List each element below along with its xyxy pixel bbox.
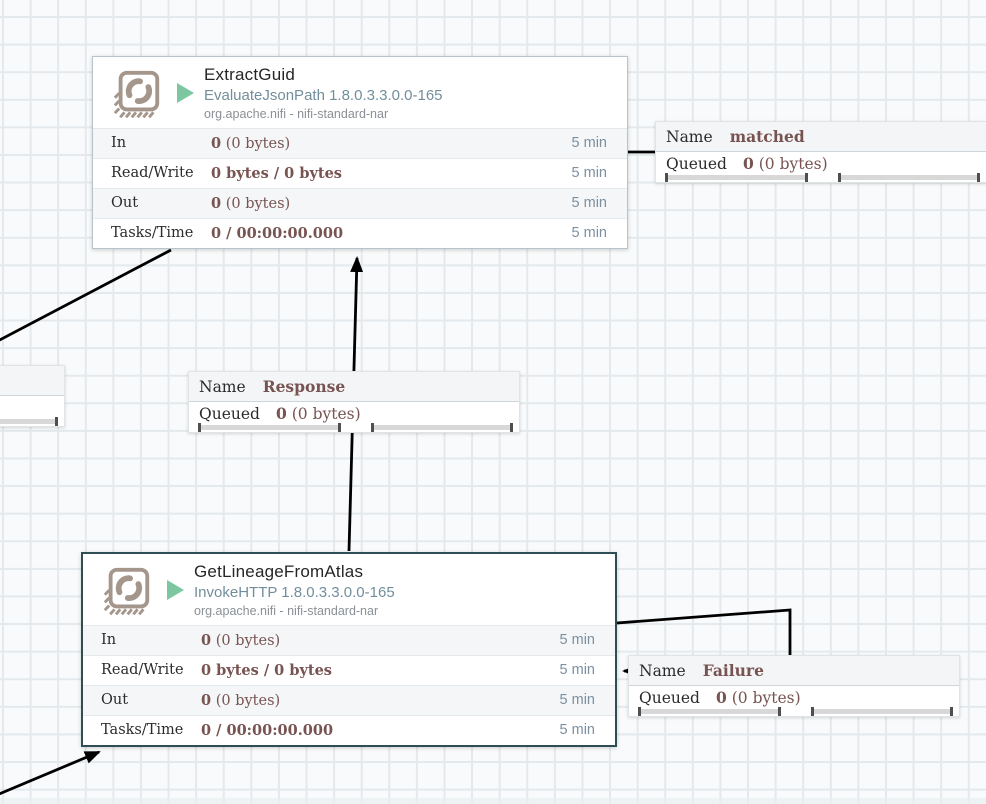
queue-files-bar — [638, 707, 781, 716]
processor-type-version: InvokeHTTP 1.8.0.3.3.0.0-165 — [194, 584, 395, 601]
stat-label: In — [111, 135, 127, 151]
connection-queued-size: (0 bytes) — [731, 689, 801, 707]
queue-files-bar — [198, 423, 341, 432]
stat-window: 5 min — [559, 722, 595, 738]
stat-window: 5 min — [571, 165, 607, 181]
connection-queued-count: 0 — [742, 154, 754, 173]
stat-value: 0 — [211, 195, 222, 212]
stat-window: 5 min — [559, 632, 595, 648]
stat-window: 5 min — [571, 135, 607, 151]
stat-extra: (0 bytes) — [221, 196, 291, 212]
connection-label-response[interactable]: Name Response Queued 0(0 bytes) — [188, 371, 520, 433]
queue-files-bar — [665, 173, 808, 182]
stat-row-readwrite: Read/Write 0 bytes / 0 bytes 5 min — [93, 158, 627, 188]
connection-label-failure[interactable]: Name Failure Queued 0(0 bytes) — [628, 655, 960, 717]
connection-label-matched[interactable]: Name matched Queued 0(0 bytes) — [655, 121, 986, 183]
processor-header: ExtractGuid EvaluateJsonPath 1.8.0.3.3.0… — [93, 57, 627, 128]
connection-queued-key: Queued — [666, 155, 727, 173]
connection-label-partial-offscreen[interactable] — [0, 365, 65, 427]
processor-extractguid[interactable]: ExtractGuid EvaluateJsonPath 1.8.0.3.3.0… — [92, 56, 628, 249]
stat-window: 5 min — [571, 195, 607, 211]
stat-extra: (0 bytes) — [221, 136, 291, 152]
stat-row-readwrite: Read/Write 0 bytes / 0 bytes 5 min — [83, 655, 615, 685]
stat-label: In — [101, 632, 117, 648]
stat-label: Out — [111, 195, 139, 211]
connection-queued-key: Queued — [199, 405, 260, 423]
run-status-play-triangle-icon — [177, 83, 194, 108]
stat-label: Tasks/Time — [111, 225, 194, 241]
connection-queued-size: (0 bytes) — [291, 405, 361, 423]
connection-queued-key: Queued — [639, 689, 700, 707]
connection-from-offscreen-bottom-line[interactable] — [0, 750, 101, 797]
processor-getlineagefromatlas[interactable]: GetLineageFromAtlas InvokeHTTP 1.8.0.3.3… — [81, 552, 617, 747]
canvas-bottom-strip — [0, 798, 986, 804]
stat-value: 0 — [201, 692, 212, 709]
connection-name-key: Name — [666, 128, 713, 146]
stat-row-in: In 0 (0 bytes) 5 min — [83, 625, 615, 655]
stat-value: 0 — [201, 632, 212, 649]
connection-queued-count: 0 — [275, 404, 287, 423]
connection-name-value: Failure — [702, 661, 764, 680]
connection-queued-size: (0 bytes) — [758, 155, 828, 173]
run-status-play-triangle-icon — [167, 580, 184, 605]
stat-value: 0 bytes / 0 bytes — [201, 662, 332, 679]
processor-name: ExtractGuid — [204, 65, 296, 84]
stat-window: 5 min — [559, 662, 595, 678]
processor-type-version: EvaluateJsonPath 1.8.0.3.3.0.0-165 — [204, 87, 443, 104]
processor-header: GetLineageFromAtlas InvokeHTTP 1.8.0.3.3… — [83, 554, 615, 625]
stat-window: 5 min — [571, 225, 607, 241]
stat-extra: (0 bytes) — [211, 693, 281, 709]
connection-name-value: Response — [262, 377, 346, 396]
processor-name: GetLineageFromAtlas — [194, 562, 364, 581]
queue-bytes-bar — [0, 417, 58, 426]
processor-bundle: org.apache.nifi - nifi-standard-nar — [204, 107, 389, 121]
stat-extra: (0 bytes) — [211, 633, 281, 649]
stat-label: Tasks/Time — [101, 722, 184, 738]
queue-bytes-bar — [838, 173, 980, 182]
stat-row-out: Out 0 (0 bytes) 5 min — [93, 188, 627, 218]
processor-stamp-refresh-icon — [100, 565, 154, 624]
connection-name-value: matched — [729, 127, 805, 146]
stat-row-in: In 0 (0 bytes) 5 min — [93, 128, 627, 158]
stat-label: Read/Write — [101, 662, 184, 678]
stat-label: Out — [101, 692, 129, 708]
processor-stamp-refresh-icon — [110, 68, 164, 127]
stat-value: 0 / 00:00:00.000 — [201, 722, 334, 739]
stat-value: 0 bytes / 0 bytes — [211, 165, 342, 182]
connection-queued-count: 0 — [715, 688, 727, 707]
queue-bytes-bar — [371, 423, 513, 432]
connection-to-offscreen-left-line[interactable] — [0, 248, 172, 344]
connection-name-key: Name — [199, 378, 246, 396]
stat-label: Read/Write — [111, 165, 194, 181]
stat-row-out: Out 0 (0 bytes) 5 min — [83, 685, 615, 715]
connection-name-key: Name — [639, 662, 686, 680]
stat-value: 0 / 00:00:00.000 — [211, 225, 344, 242]
processor-bundle: org.apache.nifi - nifi-standard-nar — [194, 604, 379, 618]
stat-window: 5 min — [559, 692, 595, 708]
queue-bytes-bar — [811, 707, 953, 716]
stat-row-tasks: Tasks/Time 0 / 00:00:00.000 5 min — [83, 715, 615, 745]
stat-row-tasks: Tasks/Time 0 / 00:00:00.000 5 min — [93, 218, 627, 248]
stat-value: 0 — [211, 135, 222, 152]
